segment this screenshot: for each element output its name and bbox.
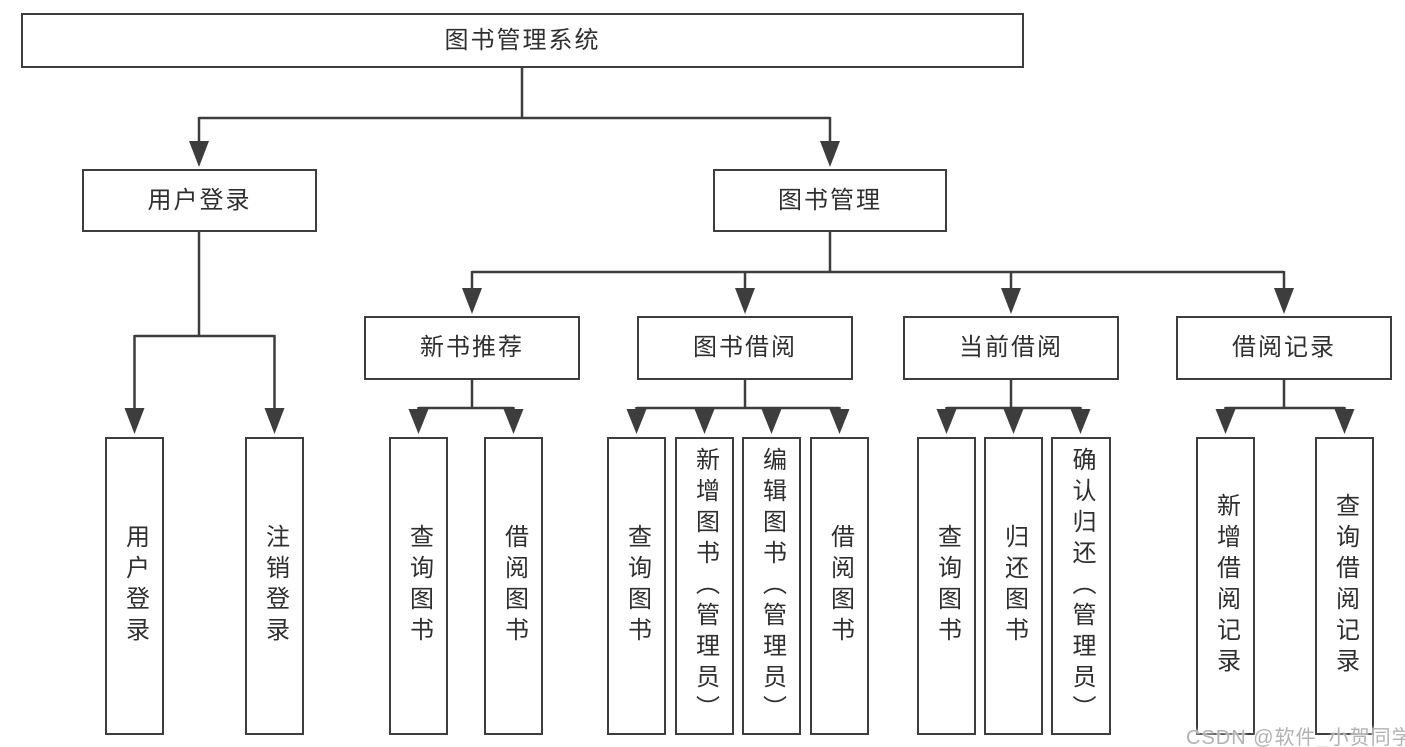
node-user-login: 用户登录 <box>82 169 317 232</box>
node-book-management: 图书管理 <box>713 169 947 232</box>
node-root-label: 图书管理系统 <box>444 26 601 54</box>
node-cb-query-book: 查询图书 <box>917 437 976 735</box>
node-current-borrow: 当前借阅 <box>903 316 1119 380</box>
arrowhead <box>1070 409 1091 434</box>
node-bb-add-book-label: 新增图书（管理员） <box>691 446 719 726</box>
arrowhead <box>1274 288 1294 314</box>
arrowhead <box>1215 409 1236 434</box>
arrowhead <box>936 409 957 434</box>
node-cb-return-book-label: 归还图书 <box>1000 524 1028 648</box>
node-bb-borrow-book: 借阅图书 <box>810 437 869 735</box>
node-cb-query-book-label: 查询图书 <box>933 524 961 648</box>
node-bb-edit-book: 编辑图书（管理员） <box>742 437 801 735</box>
arrowhead <box>189 141 209 167</box>
node-cb-return-book: 归还图书 <box>984 437 1043 735</box>
node-br-query-record-label: 查询借阅记录 <box>1331 493 1359 679</box>
node-nbr-borrow-book-label: 借阅图书 <box>500 524 528 648</box>
node-nbr-query-book: 查询图书 <box>389 437 448 735</box>
node-book-borrow-label: 图书借阅 <box>693 334 797 361</box>
node-cb-confirm-return-label: 确认归还（管理员） <box>1068 446 1095 726</box>
node-logout-leaf: 注销登录 <box>245 437 304 735</box>
arrowhead <box>829 409 850 434</box>
node-login-leaf: 用户登录 <box>105 437 164 735</box>
arrowhead <box>264 408 285 434</box>
arrowhead <box>1334 409 1355 434</box>
node-br-query-record: 查询借阅记录 <box>1315 437 1374 735</box>
arrowhead <box>1001 288 1021 314</box>
node-root: 图书管理系统 <box>21 13 1024 68</box>
arrowhead <box>124 408 145 434</box>
node-bb-add-book: 新增图书（管理员） <box>675 437 734 735</box>
arrowhead <box>408 409 429 434</box>
arrowhead <box>735 288 755 314</box>
node-borrow-record-label: 借阅记录 <box>1232 334 1336 361</box>
arrowhead <box>820 141 840 167</box>
node-cb-confirm-return: 确认归还（管理员） <box>1051 437 1111 735</box>
node-nbr-query-book-label: 查询图书 <box>405 524 433 648</box>
node-bb-edit-book-label: 编辑图书（管理员） <box>758 446 786 726</box>
arrowhead <box>1003 409 1024 434</box>
node-nbr-borrow-book: 借阅图书 <box>484 437 543 735</box>
node-new-book-recommend: 新书推荐 <box>364 316 580 380</box>
node-bb-borrow-book-label: 借阅图书 <box>826 524 854 648</box>
node-user-login-label: 用户登录 <box>147 186 252 214</box>
watermark: CSDN @软件_小贺同学 <box>1186 727 1405 747</box>
node-logout-leaf-label: 注销登录 <box>261 524 289 648</box>
node-borrow-record: 借阅记录 <box>1176 316 1392 380</box>
arrowhead <box>626 409 647 434</box>
node-br-add-record: 新增借阅记录 <box>1196 437 1255 735</box>
node-bb-query-book: 查询图书 <box>607 437 666 735</box>
node-bb-query-book-label: 查询图书 <box>623 524 651 648</box>
node-br-add-record-label: 新增借阅记录 <box>1212 493 1240 679</box>
arrowhead <box>694 409 715 434</box>
arrowhead <box>462 288 482 314</box>
node-login-leaf-label: 用户登录 <box>121 524 149 648</box>
node-book-borrow: 图书借阅 <box>637 316 853 380</box>
node-new-book-recommend-label: 新书推荐 <box>420 334 524 361</box>
arrowhead <box>503 409 524 434</box>
node-book-management-label: 图书管理 <box>778 186 882 214</box>
arrowhead <box>761 409 782 434</box>
node-current-borrow-label: 当前借阅 <box>959 334 1063 361</box>
